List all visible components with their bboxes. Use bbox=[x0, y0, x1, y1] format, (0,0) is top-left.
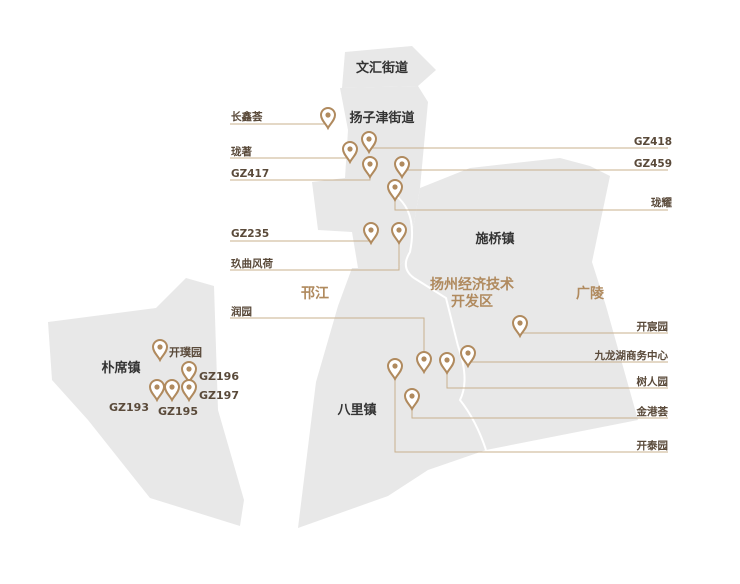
label-gz195: GZ195 bbox=[158, 405, 198, 418]
label-gz459: GZ459 bbox=[634, 158, 672, 170]
pin-icon-gz195[interactable] bbox=[163, 379, 181, 403]
boundary-yangzijin-main bbox=[394, 194, 415, 279]
map-regions bbox=[48, 46, 638, 528]
pin-icon-gz459[interactable] bbox=[393, 156, 411, 180]
pin-icon-shurenyuan[interactable] bbox=[438, 352, 456, 376]
label-gz235: GZ235 bbox=[231, 228, 269, 240]
area-label-devzone-line2: 开发区 bbox=[451, 293, 493, 310]
label-jiulonghu: 九龙湖商务中心 bbox=[594, 349, 669, 362]
region-boundaries bbox=[394, 194, 487, 451]
pin-icon-kaitaiyuan[interactable] bbox=[386, 358, 404, 382]
pin-icon-gz417[interactable] bbox=[361, 156, 379, 180]
pin-icon-kaipuyuan[interactable] bbox=[151, 339, 169, 363]
label-gz197: GZ197 bbox=[199, 389, 239, 402]
label-kaipuyuan: 开璞园 bbox=[169, 345, 202, 359]
area-label-devzone-line1: 扬州经济技术 bbox=[430, 276, 514, 293]
label-gz193: GZ193 bbox=[109, 401, 149, 414]
label-kaitaiyuan: 开泰园 bbox=[637, 439, 669, 452]
area-label-yangzijin: 扬子津街道 bbox=[349, 110, 414, 126]
area-label-guangling: 广陵 bbox=[576, 285, 605, 302]
label-gz417: GZ417 bbox=[231, 168, 269, 180]
label-longzhu: 珑著 bbox=[231, 145, 252, 158]
label-jiuqu: 玖曲风荷 bbox=[231, 257, 273, 270]
label-gz418: GZ418 bbox=[634, 136, 672, 148]
pin-icon-gz193[interactable] bbox=[148, 379, 166, 403]
pin-icon-changxin[interactable] bbox=[319, 107, 337, 131]
pin-icon-kaichenyuan[interactable] bbox=[511, 315, 529, 339]
region-wenhui bbox=[342, 46, 436, 88]
area-labels: 文汇街道 扬子津街道 施桥镇 邗江 扬州经济技术 开发区 广陵 朴席镇 八里镇 bbox=[101, 60, 605, 418]
pin-icon-longyao[interactable] bbox=[386, 179, 404, 203]
label-kaichenyuan: 开宸园 bbox=[637, 320, 669, 333]
location-pins bbox=[148, 107, 529, 412]
label-jingangwan: 金港荟 bbox=[636, 405, 669, 418]
area-label-hanjiang: 邗江 bbox=[301, 285, 329, 302]
area-label-shiqiao: 施桥镇 bbox=[475, 231, 514, 247]
pin-icon-jiuqu[interactable] bbox=[390, 222, 408, 246]
project-labels: 长鑫荟 珑著 GZ417 GZ235 玖曲风荷 润园 GZ418 GZ459 珑… bbox=[109, 110, 672, 452]
area-label-puxi: 朴席镇 bbox=[101, 360, 140, 376]
leader-jiuqu bbox=[230, 241, 400, 271]
pin-icon-gz197[interactable] bbox=[180, 379, 198, 403]
leader-runyuan bbox=[230, 317, 425, 360]
area-label-bali: 八里镇 bbox=[336, 402, 376, 418]
label-shurenyuan: 树人园 bbox=[637, 375, 669, 388]
leader-kaitaiyuan bbox=[394, 375, 668, 453]
pin-icon-jingangwan[interactable] bbox=[403, 388, 421, 412]
watermark: 搜狐号@搜狐焦点丽水站 bbox=[570, 561, 724, 578]
pin-icon-gz196[interactable] bbox=[180, 361, 198, 385]
boundary-hanjiang-devzone bbox=[413, 277, 459, 347]
boundary-south bbox=[457, 345, 487, 451]
label-changxin: 长鑫荟 bbox=[231, 110, 263, 123]
region-main bbox=[298, 158, 638, 528]
label-runyuan: 润园 bbox=[231, 305, 252, 318]
pin-icon-longzhu[interactable] bbox=[341, 141, 359, 165]
pin-icon-jiulonghu[interactable] bbox=[459, 345, 477, 369]
pin-icon-runyuan[interactable] bbox=[415, 351, 433, 375]
pin-icon-gz235[interactable] bbox=[362, 222, 380, 246]
label-longyao: 珑耀 bbox=[651, 196, 672, 209]
label-gz196: GZ196 bbox=[199, 370, 239, 383]
pin-icon-gz418[interactable] bbox=[360, 131, 378, 155]
region-puxi bbox=[48, 278, 244, 526]
area-label-wenhui: 文汇街道 bbox=[356, 60, 408, 76]
